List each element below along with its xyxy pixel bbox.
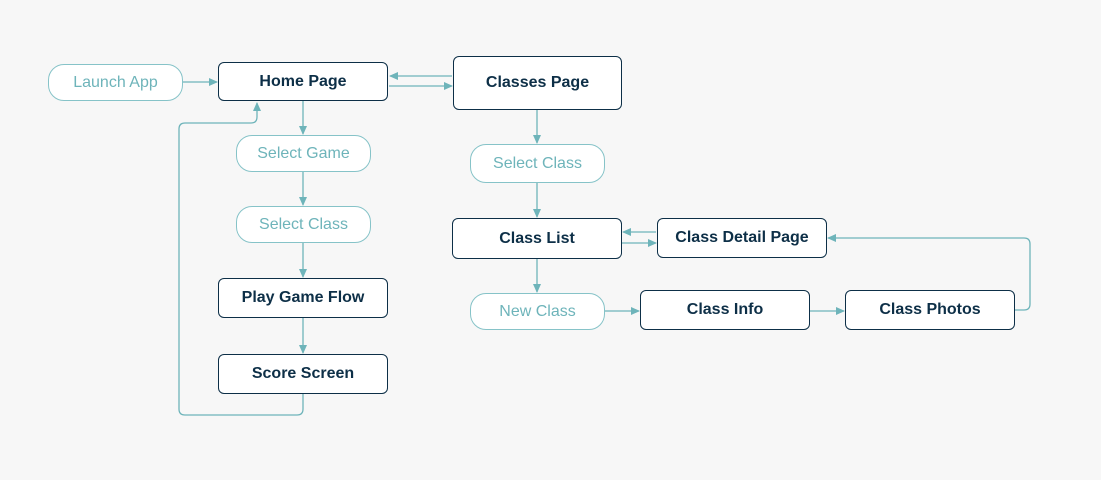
classes-page-node: Classes Page (453, 56, 622, 110)
new-class-node: New Class (470, 293, 605, 330)
play-game-flow-node: Play Game Flow (218, 278, 388, 318)
select-class-node-left: Select Class (236, 206, 371, 243)
edge-score-to-home (178, 102, 304, 416)
class-photos-node: Class Photos (845, 290, 1015, 330)
select-game-node: Select Game (236, 135, 371, 172)
launch-app-node: Launch App (48, 64, 183, 101)
home-page-node: Home Page (218, 62, 388, 101)
class-detail-page-node: Class Detail Page (657, 218, 827, 258)
edge-photos-to-detail (827, 234, 1031, 311)
select-class-node-right: Select Class (470, 144, 605, 183)
class-info-node: Class Info (640, 290, 810, 330)
class-list-node: Class List (452, 218, 622, 259)
score-screen-node: Score Screen (218, 354, 388, 394)
